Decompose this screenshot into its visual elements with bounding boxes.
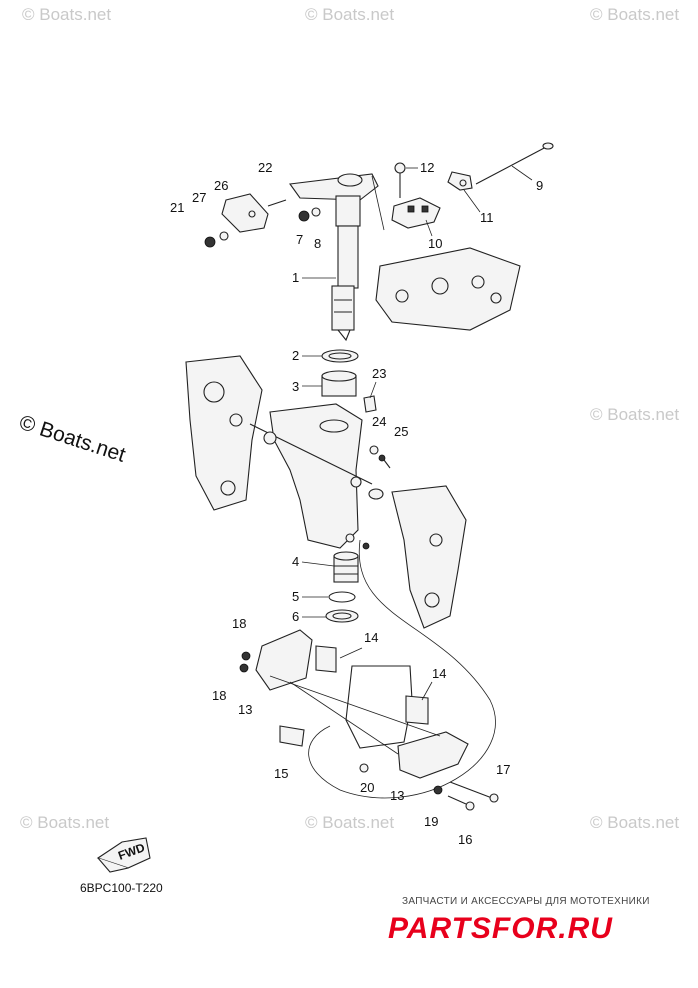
upper-bushing: [321, 349, 377, 413]
watermark-large: © Boats.net: [16, 411, 128, 467]
small-fasteners-upper: [204, 193, 321, 248]
callout-3: 3: [292, 379, 299, 394]
callout-9: 9: [536, 178, 543, 193]
callout-27: 27: [192, 190, 206, 205]
callout-14-lower: 14: [432, 666, 446, 681]
callout-21: 21: [170, 200, 184, 215]
callout-19: 19: [424, 814, 438, 829]
clamp-bracket-right: [368, 485, 467, 629]
callout-24: 24: [372, 414, 386, 429]
callout-15: 15: [274, 766, 288, 781]
callout-7: 7: [296, 232, 303, 247]
callout-13-right: 13: [390, 788, 404, 803]
diagram-code: 6BPC100-T220: [80, 881, 163, 895]
callout-17: 17: [496, 762, 510, 777]
callout-26: 26: [214, 178, 228, 193]
callout-4: 4: [292, 554, 299, 569]
callout-6: 6: [292, 609, 299, 624]
watermark-mid-right: © Boats.net: [590, 405, 679, 424]
callout-10: 10: [428, 236, 442, 251]
callout-2: 2: [292, 348, 299, 363]
callout-14-upper: 14: [364, 630, 378, 645]
callout-labels: 1 2 3 4 5 6 7 8 9 10 11 12 13 13 14 14 1…: [170, 160, 543, 847]
brand-logo: PARTSFOR.RU: [388, 912, 613, 945]
watermark-top-right: © Boats.net: [590, 5, 679, 24]
swivel-bracket: [249, 403, 373, 549]
callout-16: 16: [458, 832, 472, 847]
callout-18-upper: 18: [232, 616, 246, 631]
callout-12: 12: [420, 160, 434, 175]
callout-8: 8: [314, 236, 321, 251]
watermark-bottom-left: © Boats.net: [20, 813, 109, 832]
lower-mount: [255, 539, 496, 799]
callout-5: 5: [292, 589, 299, 604]
clamp-plate: [391, 162, 441, 229]
callout-20: 20: [360, 780, 374, 795]
bolts-lower: [239, 651, 499, 811]
callout-13-left: 13: [238, 702, 252, 717]
watermark-bottom-center: © Boats.net: [305, 813, 394, 832]
lower-bushing: [325, 533, 370, 623]
watermark-top-left: © Boats.net: [22, 5, 111, 24]
callout-25: 25: [394, 424, 408, 439]
bolts-24-25: [369, 445, 391, 469]
callout-1: 1: [292, 270, 299, 285]
callout-23: 23: [372, 366, 386, 381]
upper-mount-bracket: [375, 247, 521, 331]
watermark-top-center: © Boats.net: [305, 5, 394, 24]
callout-18-lower: 18: [212, 688, 226, 703]
footer-branding: ЗАПЧАСТИ И АКСЕССУАРЫ ДЛЯ МОТОТЕХНИКИ PA…: [388, 896, 650, 945]
steering-shaft: [289, 173, 385, 342]
callout-11: 11: [480, 210, 494, 225]
leader-lines: [301, 165, 533, 701]
long-bolt: [447, 142, 554, 191]
watermark-bottom-right: © Boats.net: [590, 813, 679, 832]
callout-22: 22: [258, 160, 272, 175]
fwd-arrow: FWD: [96, 837, 151, 873]
clamp-bracket-left: [185, 355, 263, 511]
shop-tagline: ЗАПЧАСТИ И АКСЕССУАРЫ ДЛЯ МОТОТЕХНИКИ: [402, 896, 650, 907]
